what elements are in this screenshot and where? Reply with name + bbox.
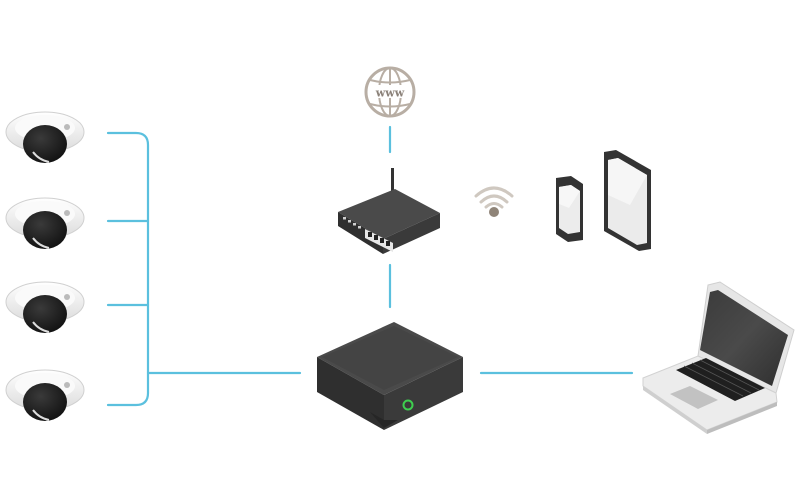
- camera-1: [5, 111, 85, 163]
- globe-label: www: [375, 87, 405, 100]
- connection-lines: [106, 125, 634, 407]
- power-led: [402, 399, 414, 411]
- dome-camera-icon: [5, 369, 85, 421]
- camera-3: [5, 281, 85, 333]
- network-video-recorder-icon: [317, 322, 463, 430]
- wifi-icon: [474, 186, 514, 217]
- dome-camera-icon: [5, 111, 85, 163]
- camera-4: [5, 369, 85, 421]
- dome-camera-icon: [5, 197, 85, 249]
- dome-camera-icon: [5, 281, 85, 333]
- laptop-icon: [642, 281, 795, 434]
- camera-2: [5, 197, 85, 249]
- smartphone-icon: [556, 176, 583, 242]
- router-icon: [338, 168, 440, 254]
- tablet-icon: [604, 150, 651, 251]
- camera-1-link: [106, 131, 150, 407]
- globe-icon: [364, 66, 416, 118]
